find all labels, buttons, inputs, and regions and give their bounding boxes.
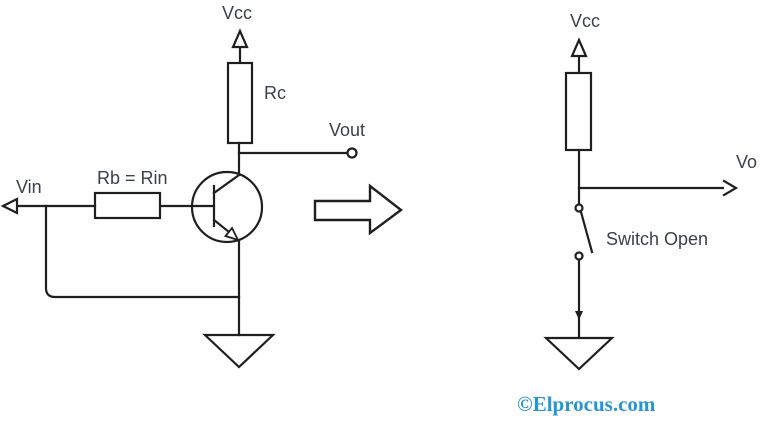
vin-label: Vin	[16, 177, 42, 197]
vcc-arrow-icon-left	[231, 28, 249, 65]
ground-icon-left	[202, 333, 276, 369]
vcc-arrow-icon-right	[570, 37, 588, 75]
emitter-arrow-icon	[223, 226, 240, 242]
rc-label: Rc	[264, 83, 286, 103]
vout-label: Vout	[329, 120, 366, 140]
switch-open-label: Switch Open	[606, 229, 709, 249]
vcc-label-right: Vcc	[570, 11, 601, 31]
current-direction-arrow-icon	[575, 311, 583, 320]
ground-icon-right	[543, 336, 615, 371]
left-transistor-circuit	[0, 28, 358, 369]
right-switch-equivalent-circuit	[543, 37, 739, 371]
collector-wire	[212, 141, 241, 195]
switch-arm	[579, 210, 594, 254]
switch-open-symbol	[574, 186, 594, 261]
vout-terminal-icon	[346, 147, 358, 159]
vo-arrow-icon	[722, 179, 739, 197]
rb-rin-label: Rb = Rin	[97, 168, 168, 188]
vin-arrow-icon	[0, 197, 19, 215]
resistor-symbol-right	[564, 71, 593, 152]
return-wire	[44, 204, 241, 299]
resistor-rb-symbol	[93, 191, 162, 220]
vo-output-arrow	[577, 179, 739, 197]
right-block-arrow-icon	[313, 183, 403, 236]
vo-label: Vo	[736, 152, 758, 172]
resistor-rc-symbol	[226, 61, 254, 145]
vcc-label-left: Vcc	[222, 3, 253, 23]
elprocus-watermark: ©Elprocus.com	[517, 392, 656, 416]
